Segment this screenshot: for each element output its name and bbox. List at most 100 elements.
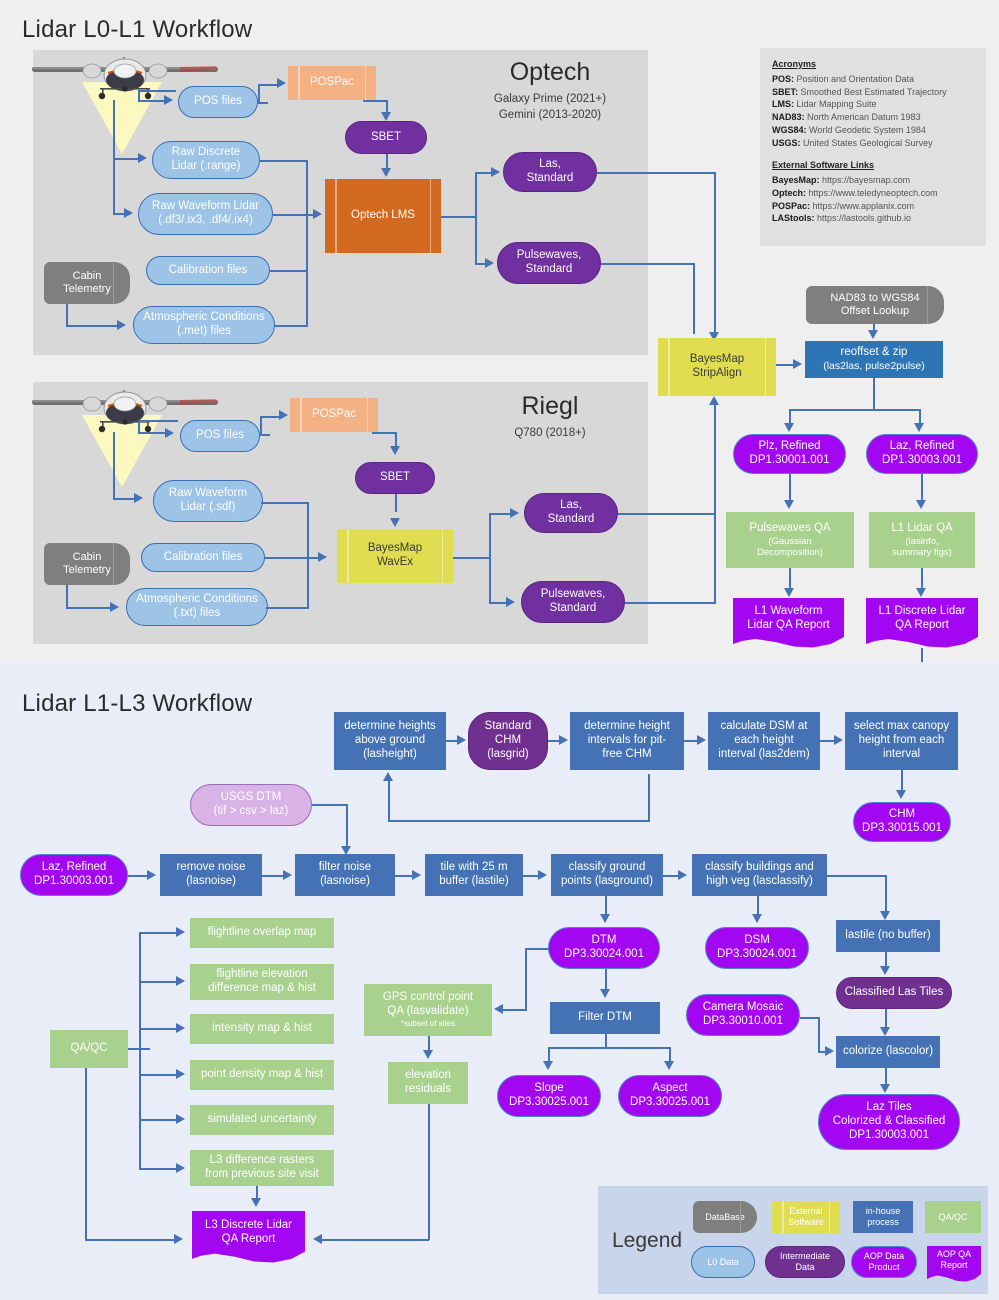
qa-item-intensity-map[interactable]: intensity map & hist [190, 1014, 334, 1044]
connector [921, 474, 923, 502]
connector [386, 154, 388, 170]
riegl-las-standard-node[interactable]: Las,Standard [524, 493, 618, 533]
qa-item-point-density-map[interactable]: point density map & hist [190, 1060, 334, 1090]
arrow-head [147, 870, 156, 880]
link-url[interactable]: https://lastools.github.io [814, 213, 912, 224]
connector [525, 948, 549, 950]
arrow-head [510, 508, 519, 518]
optech-sbet-node[interactable]: SBET [345, 121, 427, 154]
node-label: Raw Waveform Lidar(.df3/.ix3, .df4/.ix4) [152, 200, 259, 226]
connector [388, 780, 390, 822]
riegl-calibration-files-node[interactable]: Calibration files [141, 543, 265, 572]
arrow-head [383, 772, 393, 781]
link-url[interactable]: https://www.teledyneoptech.com [806, 187, 938, 198]
node-label: SBET [379, 471, 411, 484]
node-label: Pulsewaves,Standard [516, 249, 582, 275]
connector [260, 160, 308, 162]
optech-calibration-files-node[interactable]: Calibration files [146, 256, 270, 285]
connector [395, 432, 397, 448]
connector [307, 502, 309, 607]
acronym-key: LMS: [772, 99, 794, 110]
riegl-pospac-node[interactable]: POSPac [290, 398, 378, 432]
connector [800, 1017, 820, 1019]
riegl-pos-files-node[interactable]: POS files [180, 420, 260, 452]
node-label: USGS DTM(tif > csv > laz) [213, 791, 289, 817]
arrow-head [381, 168, 391, 177]
link-key: BayesMap: [772, 175, 820, 186]
riegl-pulsewaves-standard-node[interactable]: Pulsewaves,Standard [521, 581, 625, 623]
arrow-head [165, 428, 174, 438]
link-url[interactable]: https://www.applanix.com [810, 200, 915, 211]
filter-noise-node[interactable]: filter noise(lasnoise) [295, 854, 395, 896]
optech-atmospheric-node[interactable]: Atmospheric Conditions(.met) files [133, 306, 275, 344]
arrow-head [678, 870, 687, 880]
arrow-head [880, 1084, 890, 1093]
reoffset-zip-node[interactable]: reoffset & zip(las2las, pulse2pulse) [805, 341, 943, 378]
optech-raw-waveform-node[interactable]: Raw Waveform Lidar(.df3/.ix3, .df4/.ix4) [138, 193, 273, 235]
filter-dtm-node[interactable]: Filter DTM [550, 1002, 660, 1034]
arrow-head [318, 552, 327, 562]
arrow-head [176, 1114, 185, 1124]
acronym-row: WGS84: World Geodetic System 1984 [772, 124, 974, 137]
optech-pospac-node[interactable]: POSPac [288, 66, 376, 100]
connector [605, 896, 607, 916]
connector [258, 84, 278, 86]
qa-item-flightline-overlap-map[interactable]: flightline overlap map [190, 918, 334, 948]
connector [66, 585, 68, 607]
optech-las-standard-node[interactable]: Las,Standard [503, 152, 597, 192]
optech-pulsewaves-standard-node[interactable]: Pulsewaves,Standard [497, 242, 601, 284]
node-label: flightline overlap map [207, 926, 317, 939]
optech-pos-files-node[interactable]: POS files [178, 86, 258, 118]
l1-lidar-qa-node[interactable]: L1 Lidar QA(lasinfo,summary figs) [869, 512, 975, 568]
optech-lms-node[interactable]: Optech LMS [325, 179, 441, 253]
riegl-atmospheric-node[interactable]: Atmospheric Conditions(.txt) files [126, 588, 268, 626]
connector [139, 981, 177, 983]
riegl-sbet-node[interactable]: SBET [355, 462, 435, 494]
colorize-node[interactable]: colorize (lascolor) [836, 1036, 940, 1068]
qaqc-node[interactable]: QA/QC [50, 1030, 128, 1068]
classified-las-tiles-node[interactable]: Classified Las Tiles [836, 977, 952, 1009]
usgs-dtm-node[interactable]: USGS DTM(tif > csv > laz) [190, 784, 312, 826]
lastile-no-buffer-node[interactable]: lastile (no buffer) [836, 920, 940, 952]
qa-item-simulated-uncertainty[interactable]: simulated uncertainty [190, 1105, 334, 1135]
remove-noise-node[interactable]: remove noise(lasnoise) [160, 854, 262, 896]
link-url[interactable]: https://bayesmap.com [819, 175, 911, 186]
arrow-head [784, 500, 794, 509]
